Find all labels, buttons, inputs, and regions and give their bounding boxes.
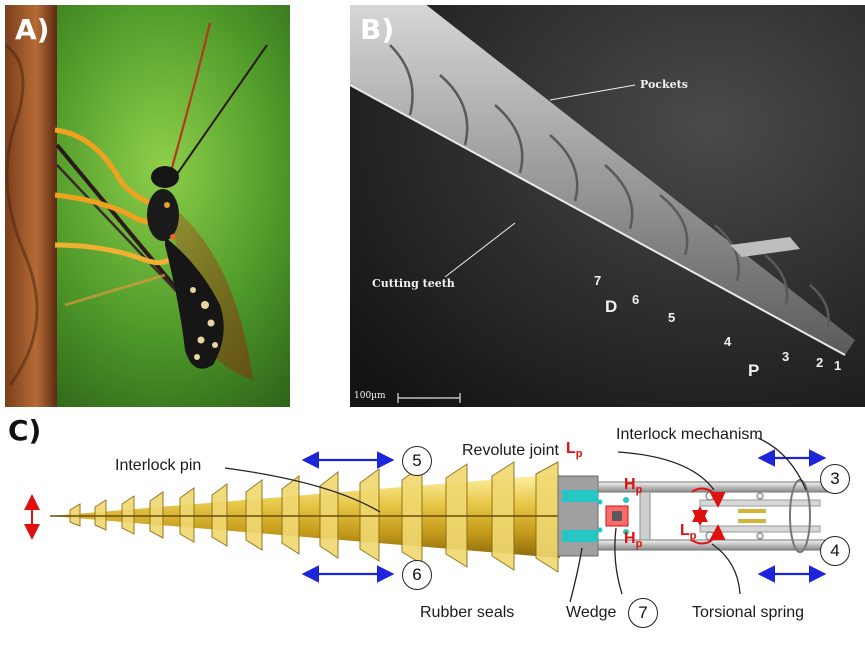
panel-a-photo: A) <box>5 5 290 407</box>
wedge-leader <box>614 527 623 595</box>
leg-hind <box>54 242 177 266</box>
interlock-pin-label: Interlock pin <box>115 457 202 474</box>
rubber-seals-label: Rubber seals <box>420 604 515 621</box>
interlock-pin-leader <box>224 467 381 513</box>
circled-number-3: 3 <box>820 464 850 494</box>
revolute-joint-label: Revolute joint <box>462 442 559 459</box>
rubber-seal-top <box>562 490 598 502</box>
ovipositor <box>55 143 192 307</box>
segment-number-2: 2 <box>816 355 824 370</box>
rubber-seal-block <box>557 475 599 557</box>
hp-symbol-top: Hp <box>624 476 643 497</box>
leg-front <box>54 127 156 208</box>
rotation-arc-bottom <box>691 524 726 545</box>
lp-symbol-top: Lp <box>566 440 583 461</box>
torsional-spring-label: Torsional spring <box>692 604 805 621</box>
hp-symbol-bottom: Hp <box>624 530 643 551</box>
panel-a-letter: A) <box>15 13 50 46</box>
circled-number-6: 6 <box>402 560 432 590</box>
pockets-leader <box>549 84 636 101</box>
distal-marker: D <box>605 297 618 316</box>
segment-number-6: 6 <box>632 292 640 307</box>
cutting-teeth-leader <box>444 222 516 278</box>
abdomen <box>165 237 224 369</box>
antenna-left <box>168 22 212 176</box>
needle-mechanism-illustration <box>24 437 839 603</box>
segment-number-4: 4 <box>724 334 732 349</box>
circled-number-5: 5 <box>402 446 432 476</box>
interlock-mechanism-label: Interlock mechanism <box>616 426 763 443</box>
panel-c-diagram: C) Interlock pin Revolute joint Interloc… <box>0 412 865 644</box>
gold-needle <box>50 461 560 573</box>
cutting-teeth-label: Cutting teeth <box>372 277 455 290</box>
interlock-mechanism-leader <box>757 437 807 491</box>
segment-number-1: 1 <box>834 358 842 373</box>
head <box>151 166 179 188</box>
ovipositor-shaft <box>350 5 855 355</box>
scale-bar-label: 100µm <box>354 391 386 401</box>
pockets-label: Pockets <box>640 78 688 91</box>
wedge-label: Wedge <box>566 604 617 621</box>
segment-number-7: 7 <box>594 273 602 288</box>
circled-number-4: 4 <box>820 536 850 566</box>
wasp-photo-illustration <box>5 5 290 407</box>
torsional-spring-leader <box>711 543 741 595</box>
ovipositor-sem-illustration <box>350 5 865 407</box>
rubber-seals-leader <box>569 547 583 603</box>
panel-c-letter: C) <box>8 414 42 447</box>
rotation-arc-top <box>691 487 726 508</box>
panel-b-letter: B) <box>360 13 395 46</box>
tree-bark <box>5 5 57 407</box>
circled-number-7: 7 <box>628 598 658 628</box>
revolute-joint-leader <box>617 451 715 491</box>
panel-b-micrograph: B) Pockets Cutting teeth D P 7 6 5 4 3 2… <box>350 5 865 407</box>
segment-number-3: 3 <box>782 349 790 364</box>
cutting-teeth-ridges <box>389 44 830 328</box>
rubber-seal-bottom <box>562 530 598 542</box>
lp-symbol-bottom: Lp <box>680 522 697 543</box>
antenna-right <box>174 44 268 178</box>
steel-housing <box>597 479 839 553</box>
thorax <box>147 189 179 241</box>
proximal-marker: P <box>748 361 760 380</box>
segment-number-5: 5 <box>668 310 676 325</box>
